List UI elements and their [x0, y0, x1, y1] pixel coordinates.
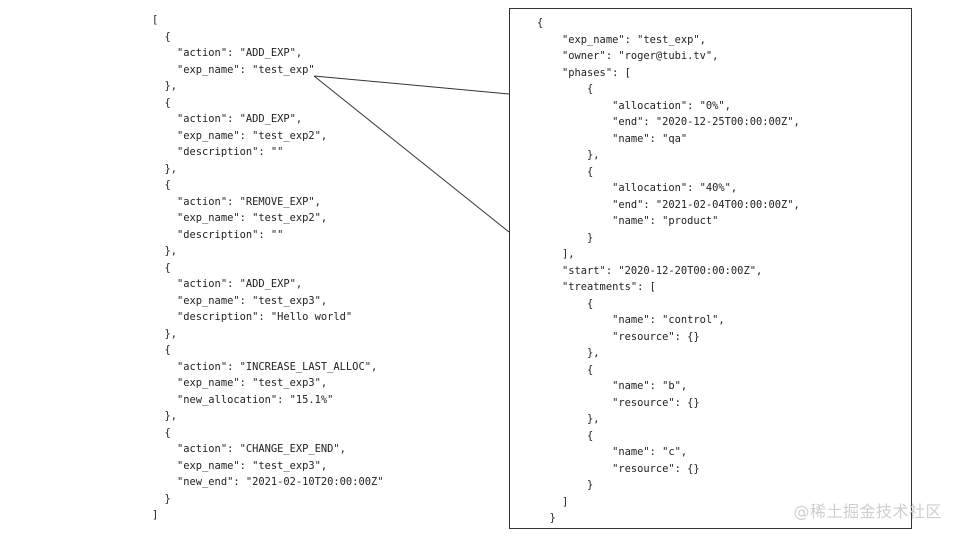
experiment-json-line: "end": "2020-12-25T00:00:00Z", — [537, 116, 800, 128]
actions-json-line: "action": "INCREASE_LAST_ALLOC", — [152, 360, 378, 373]
actions-json-line: "exp_name": "test_exp3", — [152, 459, 328, 472]
actions-json-line: "exp_name": "test_exp2", — [152, 129, 328, 142]
experiment-json-line: "resource": {} — [537, 330, 700, 343]
experiment-json-line: "start": "2020-12-20T00:00:00Z", — [537, 264, 763, 277]
experiment-json-line: }, — [537, 347, 600, 359]
actions-json-line: }, — [152, 80, 178, 92]
actions-json-line: "action": "ADD_EXP", — [152, 47, 303, 59]
actions-json-line: "exp_name": "test_exp2", — [152, 212, 328, 224]
experiment-json-line: "allocation": "40%", — [537, 182, 738, 194]
actions-json-line: } — [152, 492, 171, 505]
experiment-json-line: } — [537, 231, 594, 244]
experiment-json-line: "resource": {} — [537, 462, 700, 475]
experiment-json-line: ], — [537, 248, 575, 260]
experiment-json-line: "name": "c", — [537, 446, 688, 458]
experiment-json-line: }, — [537, 149, 600, 161]
experiment-json-line: { — [537, 297, 594, 310]
experiment-json-line: "exp_name": "test_exp", — [537, 33, 706, 46]
experiment-json-line: { — [537, 363, 594, 376]
actions-json-line: { — [152, 261, 171, 274]
actions-json-code: [ { "action": "ADD_EXP", "exp_name": "te… — [152, 12, 482, 532]
experiment-json-line: "name": "qa" — [537, 132, 688, 145]
experiment-json-line: }, — [537, 413, 600, 425]
experiment-json-line: "resource": {} — [537, 396, 700, 409]
experiment-json-line: "phases": [ — [537, 66, 631, 79]
experiment-json-code: { "exp_name": "test_exp", "owner": "roge… — [537, 15, 907, 525]
watermark: @稀土掘金技术社区 — [793, 502, 942, 521]
actions-json-line: "description": "" — [152, 146, 284, 158]
actions-json-line: }, — [152, 162, 178, 175]
experiment-json-line: "name": "product" — [537, 215, 719, 227]
experiment-json-line: { — [537, 429, 594, 442]
actions-json-line: [ — [152, 14, 159, 26]
actions-json-line: { — [152, 96, 171, 109]
actions-json-line: { — [152, 344, 171, 356]
experiment-json-line: "name": "b", — [537, 380, 688, 392]
actions-json-line: "exp_name": "test_exp3", — [152, 294, 328, 307]
actions-json-line: "action": "ADD_EXP", — [152, 113, 303, 125]
actions-json-line: "new_end": "2021-02-10T20:00:00Z" — [152, 476, 384, 488]
experiment-json-line: } — [537, 479, 594, 491]
actions-json-line: }, — [152, 245, 178, 257]
actions-json-line: "new_allocation": "15.1%" — [152, 393, 334, 406]
experiment-json-line: { — [537, 17, 544, 29]
actions-json-line: }, — [152, 327, 178, 340]
actions-json-line: }, — [152, 410, 178, 422]
experiment-json-line: "treatments": [ — [537, 281, 656, 293]
actions-json-line: "description": "Hello world" — [152, 311, 353, 323]
actions-json-line: { — [152, 179, 171, 191]
actions-json-line: "description": "" — [152, 228, 284, 241]
experiment-json-line: "owner": "roger@tubi.tv", — [537, 50, 719, 62]
experiment-json-panel: { "exp_name": "test_exp", "owner": "roge… — [509, 8, 912, 529]
actions-json-line: "action": "ADD_EXP", — [152, 278, 303, 290]
actions-json-line: "exp_name": "test_exp3", — [152, 377, 328, 389]
experiment-json-line: ] — [537, 495, 569, 508]
actions-json-line: { — [152, 426, 171, 439]
experiment-json-line: { — [537, 83, 594, 95]
experiment-json-line: "end": "2021-02-04T00:00:00Z", — [537, 198, 800, 211]
actions-json-line: ] — [152, 509, 159, 521]
actions-json-line: "action": "CHANGE_EXP_END", — [152, 443, 346, 455]
actions-json-line: "action": "REMOVE_EXP", — [152, 195, 321, 208]
actions-json-line: "exp_name": "test_exp" — [152, 63, 315, 76]
experiment-json-line: } — [537, 512, 556, 524]
experiment-json-line: "name": "control", — [537, 314, 725, 326]
experiment-json-line: "allocation": "0%", — [537, 99, 731, 112]
experiment-json-line: { — [537, 165, 594, 178]
actions-json-line: { — [152, 30, 171, 43]
